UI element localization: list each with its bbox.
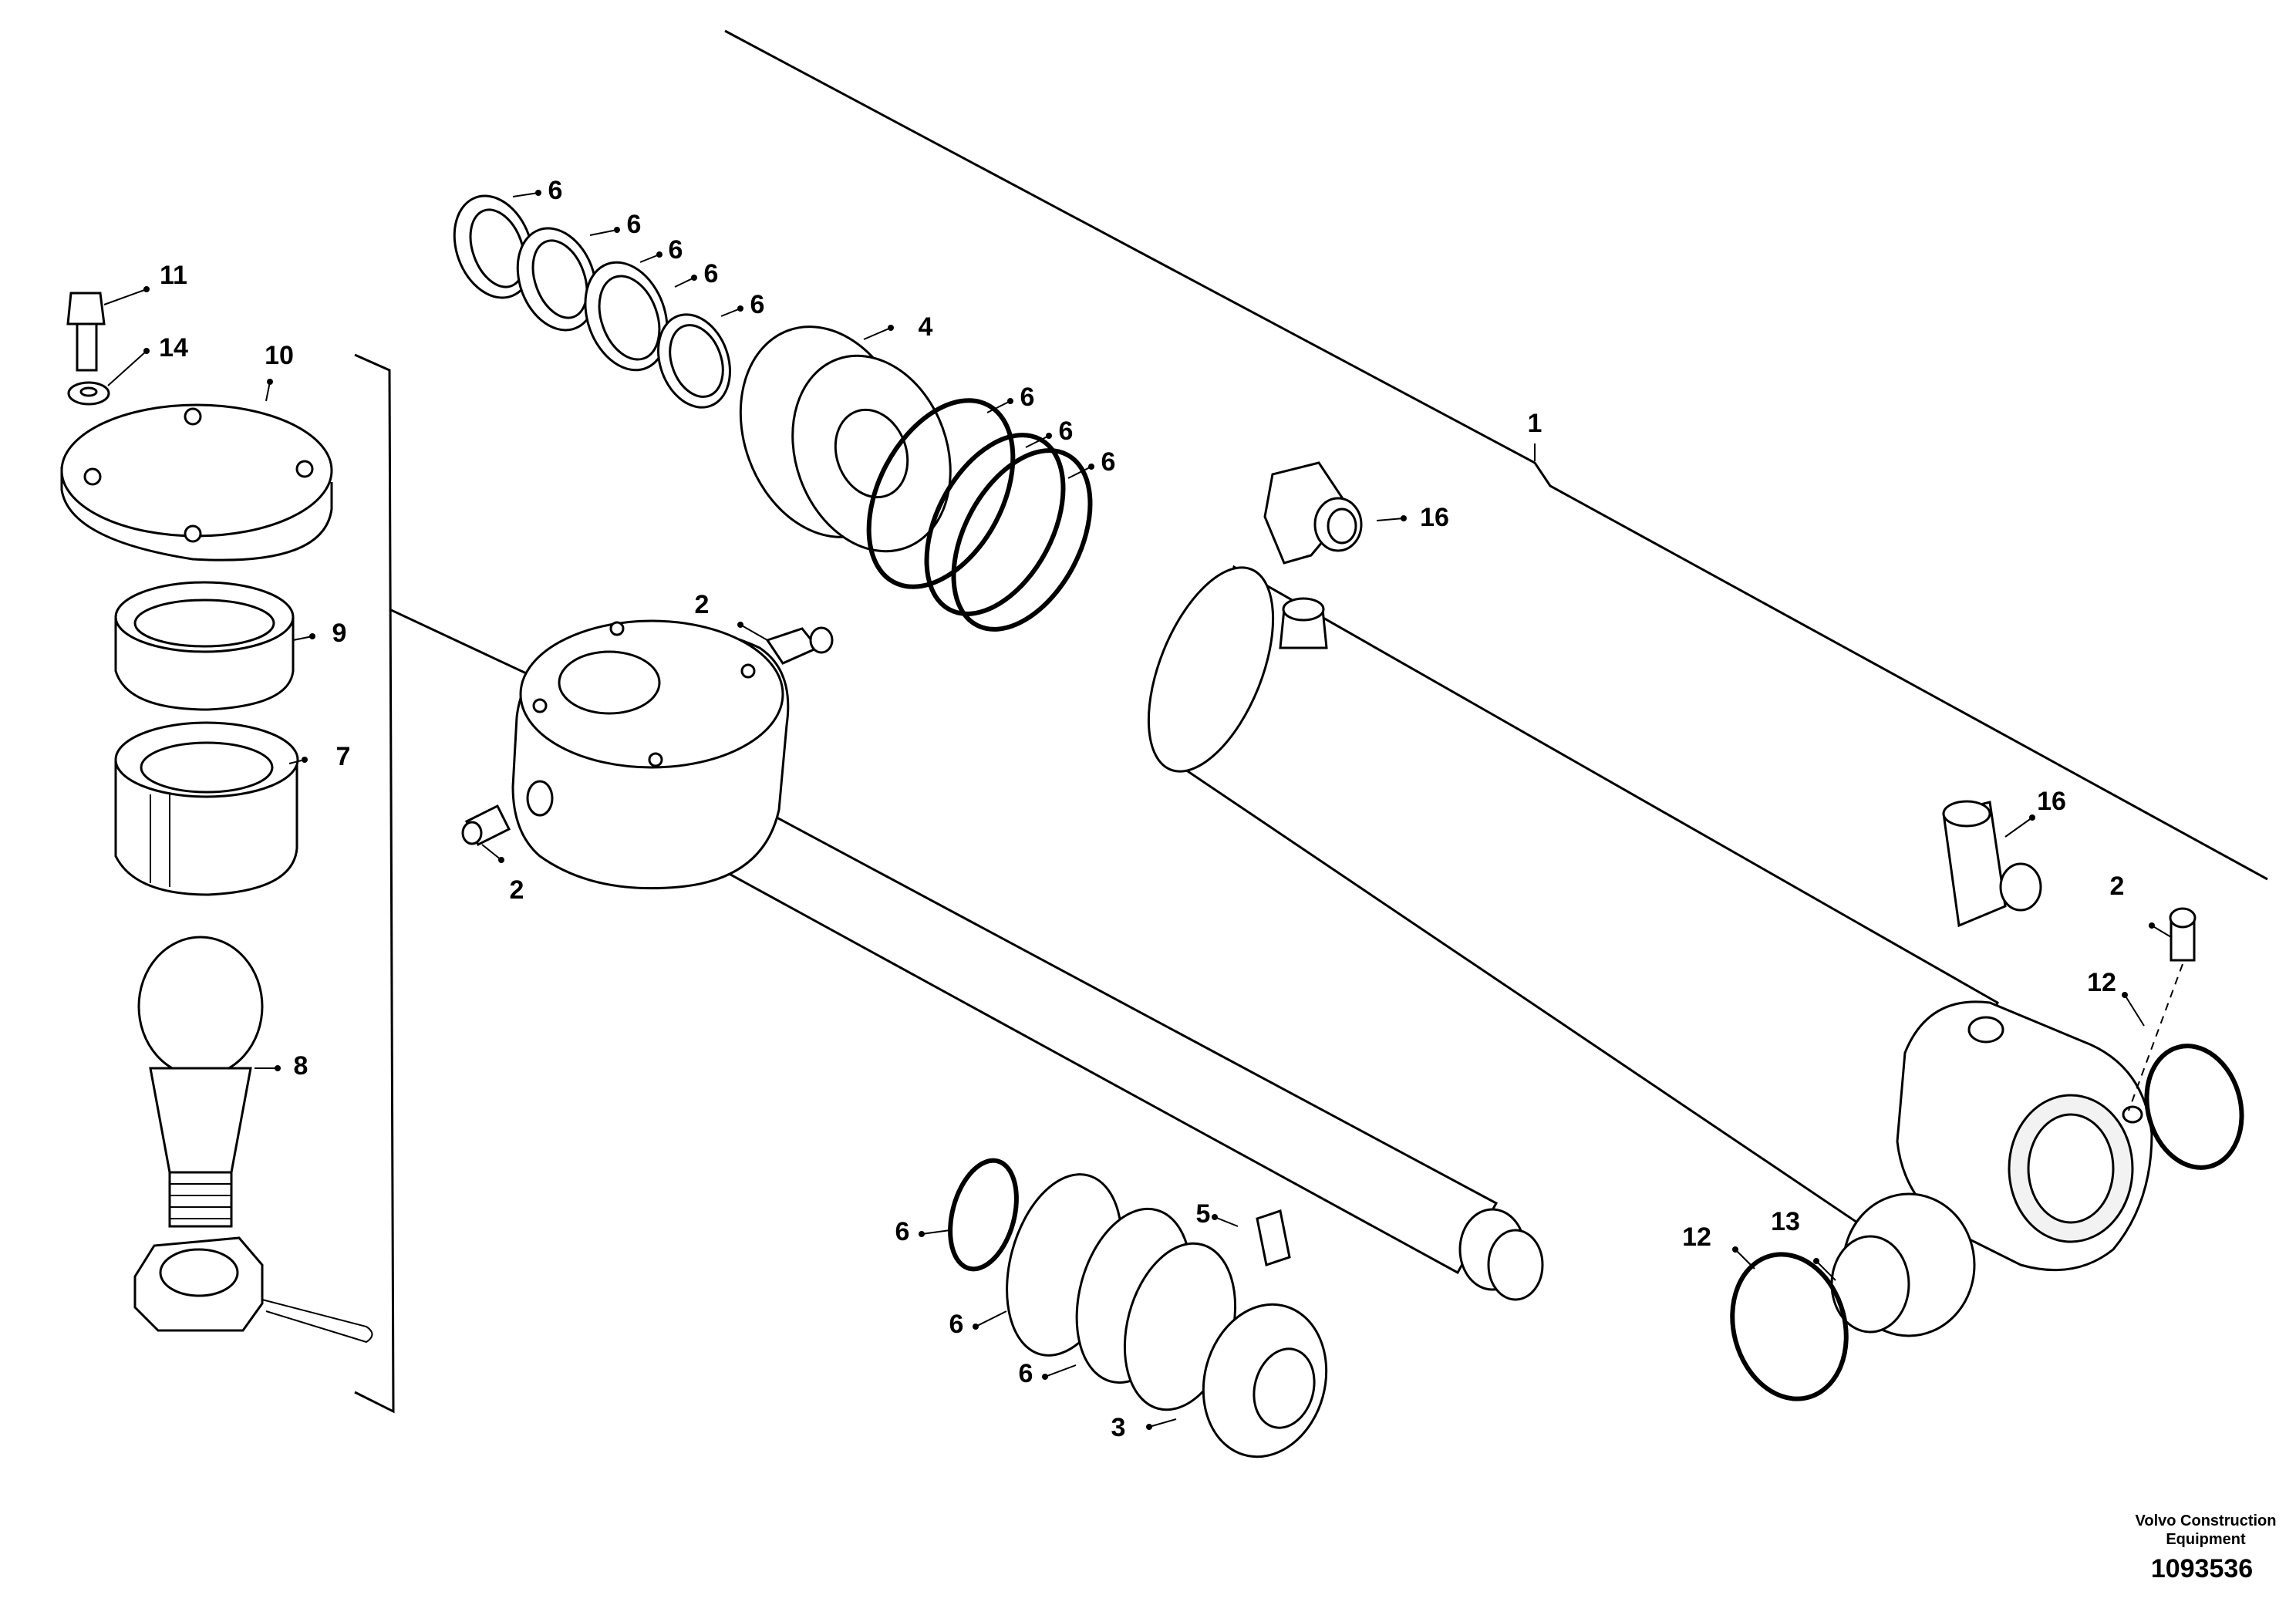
brand-line-1: Volvo Construction xyxy=(2136,1512,2277,1529)
callout-14: 14 xyxy=(159,333,188,363)
elbow-fitting xyxy=(1263,461,1363,565)
callout-6-j: 6 xyxy=(949,1310,964,1339)
castle-nut xyxy=(133,1236,264,1332)
callout-6-c: 6 xyxy=(669,235,683,265)
circlip-right xyxy=(2144,1044,2244,1170)
cylinder-gland xyxy=(948,1158,1328,1458)
cylinder-tube xyxy=(1147,565,2153,1272)
split-bushing xyxy=(114,721,299,896)
callout-5: 5 xyxy=(1196,1199,1211,1229)
spherical-bearing xyxy=(1830,1192,1976,1337)
bearing-ring xyxy=(114,581,295,711)
callout-10: 10 xyxy=(265,341,294,370)
ball-stud xyxy=(137,936,264,1228)
callout-2-right: 2 xyxy=(2110,872,2125,901)
bolt xyxy=(66,292,106,372)
callout-6-d: 6 xyxy=(704,259,719,288)
document-number: 1093536 xyxy=(2151,1554,2253,1583)
piston xyxy=(739,325,952,553)
tee-fitting xyxy=(1942,800,2042,928)
grease-nipple-right xyxy=(2128,907,2197,1111)
footer: Volvo Construction Equipment 1093536 xyxy=(2136,1512,2277,1583)
callout-6-k: 6 xyxy=(1019,1359,1033,1388)
callout-labels: 1 2 2 2 3 4 5 6 6 6 6 6 6 6 6 6 6 6 7 8 … xyxy=(159,176,2124,1442)
callout-6-h: 6 xyxy=(1101,447,1116,477)
piston-rod xyxy=(511,619,1544,1301)
callout-11: 11 xyxy=(160,261,187,290)
callout-6-i: 6 xyxy=(895,1217,910,1246)
callout-9: 9 xyxy=(332,619,347,648)
callout-12-right: 12 xyxy=(2087,968,2116,997)
leader-lines xyxy=(103,190,2172,1430)
callout-3: 3 xyxy=(1111,1413,1126,1442)
grease-nipple-left xyxy=(461,804,511,847)
cover-plate xyxy=(60,403,333,561)
callout-2-left: 2 xyxy=(510,875,524,905)
callout-16-top: 16 xyxy=(1420,503,1449,532)
grease-nipple-top xyxy=(765,626,834,665)
lock-washer xyxy=(67,381,110,406)
brand-line-2: Equipment xyxy=(2166,1531,2246,1548)
callout-6-f: 6 xyxy=(1020,383,1035,412)
callout-1: 1 xyxy=(1528,409,1542,438)
callout-2-top: 2 xyxy=(695,590,710,619)
callout-8: 8 xyxy=(294,1051,308,1081)
callout-6-b: 6 xyxy=(627,210,642,239)
set-screw xyxy=(1256,1209,1291,1266)
seal-ring-set xyxy=(453,194,731,409)
callout-12-bottom: 12 xyxy=(1682,1222,1711,1252)
callout-6-e: 6 xyxy=(750,290,765,319)
callout-16-right: 16 xyxy=(2037,787,2066,816)
assembly-bracket xyxy=(724,29,2268,881)
callout-13: 13 xyxy=(1771,1207,1800,1236)
circlip-bottom xyxy=(1730,1252,1849,1401)
callout-7: 7 xyxy=(336,742,351,771)
callout-6-a: 6 xyxy=(548,176,563,205)
callout-4: 4 xyxy=(919,312,933,342)
cotter-pin xyxy=(261,1299,373,1344)
callout-6-g: 6 xyxy=(1059,416,1074,446)
